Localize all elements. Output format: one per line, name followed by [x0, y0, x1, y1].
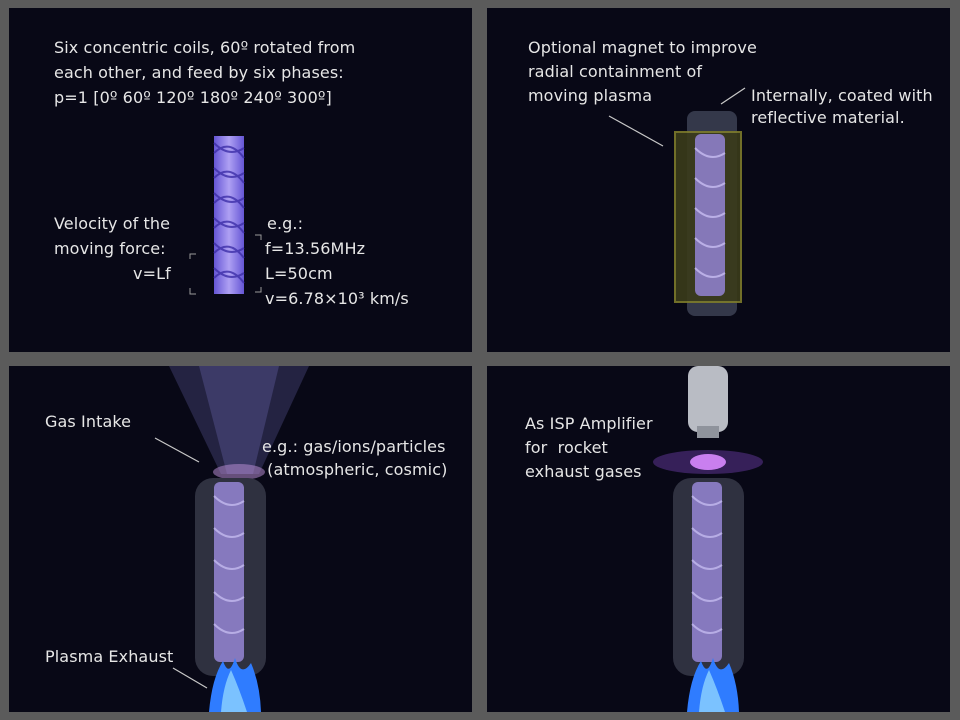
- magnet-label-line-3: moving plasma: [528, 86, 653, 105]
- particles-label-line-2: (atmospheric, cosmic): [262, 460, 448, 479]
- gas-intake-label: Gas Intake: [45, 412, 132, 431]
- example-heading: e.g.:: [267, 214, 304, 233]
- velocity-label-line-1: Velocity of the: [54, 214, 171, 233]
- plasma-exhaust-label: Plasma Exhaust: [45, 647, 174, 666]
- example-frequency: f=13.56MHz: [265, 239, 366, 258]
- magnet-label-line-1: Optional magnet to improve: [528, 38, 757, 57]
- coil-description-line-2: each other, and feed by six phases:: [54, 63, 344, 82]
- panel-concentric-coils: Six concentric coils, 60º rotated from e…: [9, 8, 472, 352]
- intake-artwork: [154, 366, 309, 712]
- velocity-label-line-2: moving force:: [54, 239, 166, 258]
- coil-description-line-1: Six concentric coils, 60º rotated from: [54, 38, 356, 57]
- velocity-formula: v=Lf: [133, 264, 171, 283]
- isp-label-line-3: exhaust gases: [525, 462, 642, 481]
- coil-artwork: [189, 136, 262, 295]
- panel-magnet: Optional magnet to improve radial contai…: [487, 8, 950, 352]
- isp-label-line-1: As ISP Amplifier: [525, 414, 653, 433]
- coating-pointer: [720, 87, 746, 105]
- coating-label-line-1: Internally, coated with: [751, 86, 933, 105]
- example-velocity: v=6.78×10³ km/s: [265, 289, 409, 308]
- panel-gas-intake: Gas Intake e.g.: gas/ions/particles (atm…: [9, 366, 472, 712]
- intake-pointer: [154, 437, 200, 463]
- magnet-artwork: [608, 87, 746, 316]
- coating-label-line-2: reflective material.: [751, 108, 905, 127]
- isp-label-line-2: for rocket: [525, 438, 608, 457]
- exhaust-pointer: [172, 667, 208, 689]
- magnet-pointer: [608, 115, 664, 147]
- coil-description-line-3: p=1 [0º 60º 120º 180º 240º 300º]: [54, 88, 332, 107]
- isp-artwork: [653, 366, 763, 712]
- panel-isp-amplifier: As ISP Amplifier for rocket exhaust gase…: [487, 366, 950, 712]
- particles-label-line-1: e.g.: gas/ions/particles: [262, 437, 446, 456]
- example-length: L=50cm: [265, 264, 333, 283]
- magnet-label-line-2: radial containment of: [528, 62, 703, 81]
